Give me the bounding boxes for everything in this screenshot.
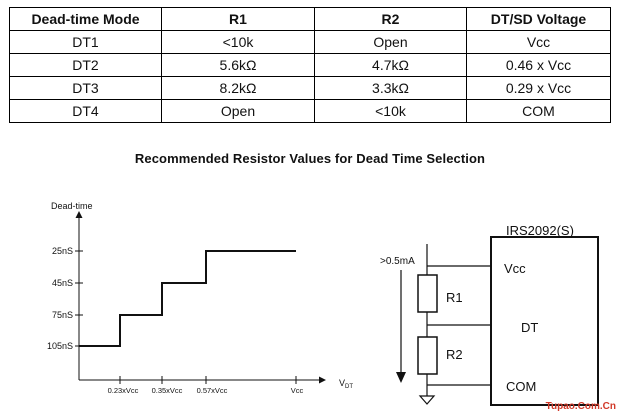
figure-caption: Recommended Resistor Values for Dead Tim…: [134, 151, 486, 166]
y-tick-label: 105nS: [47, 341, 73, 351]
resistor-r2: [417, 336, 438, 375]
table-cell: Open: [161, 99, 315, 123]
x-axis-label: VDT: [339, 378, 353, 390]
table-cell: 8.2kΩ: [161, 76, 315, 100]
header-cell-r1: R1: [161, 7, 315, 31]
table-cell: DT3: [9, 76, 162, 100]
x-tick-label: 0.57xVcc: [197, 386, 228, 395]
dead-time-step-curve: [79, 250, 296, 347]
current-label: >0.5mA: [380, 256, 415, 267]
ic-chip-label: IRS2092(S): [506, 223, 574, 238]
table-row: DT1 <10k Open Vcc: [9, 30, 611, 54]
ground-symbol: [418, 395, 436, 405]
table-cell: <10k: [314, 99, 467, 123]
table-row: DT2 5.6kΩ 4.7kΩ 0.46 x Vcc: [9, 53, 611, 77]
table-cell: Vcc: [466, 30, 611, 54]
table-cell: Open: [314, 30, 467, 54]
header-cell-voltage: DT/SD Voltage: [466, 7, 611, 31]
x-tick-label: 0.23xVcc: [108, 386, 139, 395]
table-row: DT3 8.2kΩ 3.3kΩ 0.29 x Vcc: [9, 76, 611, 100]
dead-time-graph: Dead-time 25nS 45nS 75nS 105nS 0.23xVcc …: [47, 201, 353, 395]
x-tick-label: 0.35xVcc: [152, 386, 183, 395]
ic-chip: [490, 236, 599, 406]
table-cell: DT4: [9, 99, 162, 123]
dead-time-table: Dead-time Mode R1 R2 DT/SD Voltage DT1 <…: [9, 7, 611, 123]
table-cell: COM: [466, 99, 611, 123]
dead-time-circuit: IRS2092(S) Vcc DT COM R1 R2 >0.5mA: [380, 223, 599, 406]
table-cell: 0.46 x Vcc: [466, 53, 611, 77]
pin-vcc-label: Vcc: [504, 261, 526, 276]
table-cell: 3.3kΩ: [314, 76, 467, 100]
table-header-row: Dead-time Mode R1 R2 DT/SD Voltage: [9, 7, 611, 31]
header-cell-mode: Dead-time Mode: [9, 7, 162, 31]
y-tick-label: 75nS: [52, 310, 73, 320]
table-cell: 4.7kΩ: [314, 53, 467, 77]
pin-com-label: COM: [506, 379, 536, 394]
y-tick-label: 25nS: [52, 246, 73, 256]
table-row: DT4 Open <10k COM: [9, 99, 611, 123]
table-cell: 5.6kΩ: [161, 53, 315, 77]
resistor-r1: [417, 274, 438, 313]
x-tick-label: Vcc: [291, 386, 304, 395]
table-cell: 0.29 x Vcc: [466, 76, 611, 100]
y-axis-label: Dead-time: [51, 201, 93, 211]
y-tick-label: 45nS: [52, 278, 73, 288]
table-cell: DT2: [9, 53, 162, 77]
pin-dt-label: DT: [521, 320, 538, 335]
resistor-r2-label: R2: [446, 347, 463, 362]
watermark: Tupao.Com.Cn: [545, 401, 616, 412]
current-arrow-head: [396, 372, 406, 383]
resistor-r1-label: R1: [446, 290, 463, 305]
